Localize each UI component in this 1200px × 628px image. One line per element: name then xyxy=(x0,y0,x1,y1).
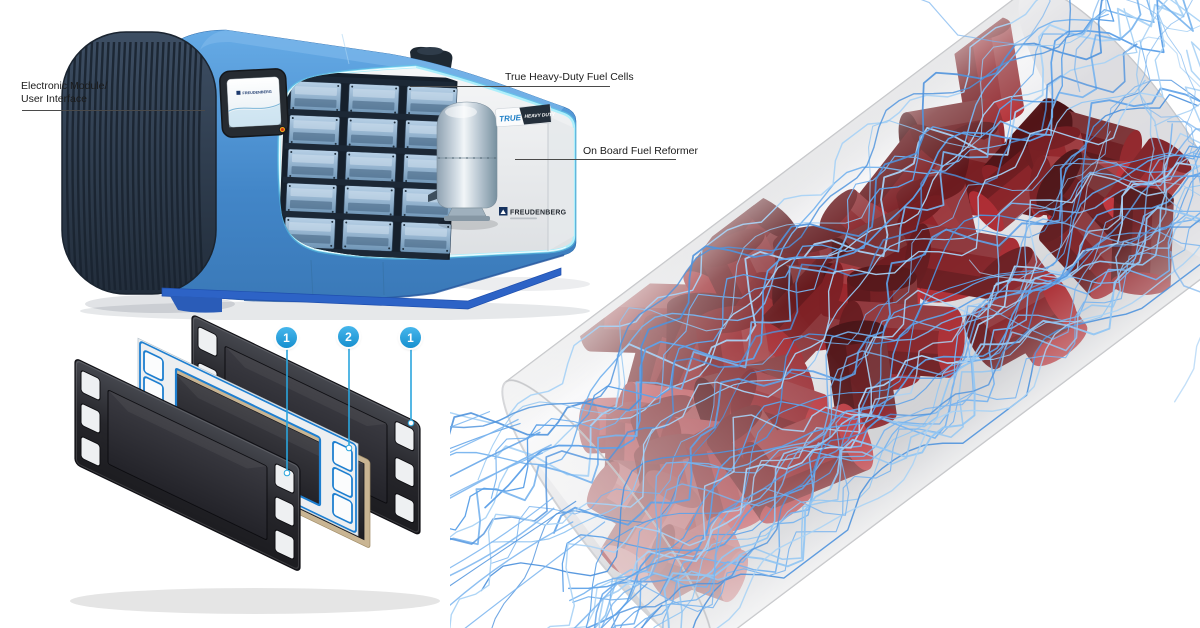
fuel-cell-module xyxy=(341,219,394,252)
fuel-cell-module xyxy=(399,221,452,255)
front-seam-1 xyxy=(310,259,314,300)
emergency-stop-button[interactable] xyxy=(278,125,287,134)
fuel-cell-module xyxy=(346,117,399,150)
panel-end-face xyxy=(548,116,574,251)
screen-brand-text: FREUDENBERG xyxy=(242,90,272,96)
badge-number: 2 xyxy=(345,329,352,344)
callout-text-line2: User Interface xyxy=(21,93,87,105)
cfd-simulation xyxy=(450,0,1200,628)
callout-line-reformer xyxy=(515,159,676,160)
tube-glass-overlay xyxy=(502,0,1200,628)
base-rail xyxy=(161,267,562,310)
callout-line-electronic xyxy=(22,110,205,111)
fuel-cell-module xyxy=(288,114,341,148)
callout-text-reformer: On Board Fuel Reformer xyxy=(583,145,698,157)
device-roof-highlight xyxy=(200,30,564,117)
stack-shadow xyxy=(70,588,440,614)
fuel-cell-module xyxy=(289,80,342,114)
callout-electronic-module: Electronic Module/ User Interface xyxy=(21,80,107,106)
fuel-cell-module xyxy=(347,83,400,116)
flow-streamlines xyxy=(450,0,1200,628)
badge-heavy-text: HEAVY DUTY xyxy=(524,112,556,120)
fuel-reformer-tank xyxy=(428,101,498,230)
fuel-cell-module xyxy=(285,182,338,216)
brand-logo-text: FREUDENBERG xyxy=(510,210,567,217)
bipolar-plate-front xyxy=(74,359,301,571)
end-cap-grille xyxy=(61,31,217,295)
component-badge-2: 2 xyxy=(338,326,359,347)
brand-tagline-illegible xyxy=(510,217,537,220)
badge-number: 1 xyxy=(407,330,414,345)
callout-fuel-cells: True Heavy-Duty Fuel Cells xyxy=(505,71,634,84)
badge-true-text: TRUE xyxy=(499,113,522,124)
roof-seam xyxy=(341,33,350,65)
base-foot xyxy=(170,296,222,313)
badge-number: 1 xyxy=(283,330,290,345)
component-badge-1-right: 1 xyxy=(400,327,421,348)
touchscreen-module: FREUDENBERG xyxy=(219,68,289,138)
front-seam-2 xyxy=(382,261,385,296)
brand-logo: FREUDENBERG xyxy=(499,207,567,220)
callout-reformer: On Board Fuel Reformer xyxy=(583,145,698,158)
fuel-cell-module xyxy=(344,151,397,184)
component-badge-1-left: 1 xyxy=(276,327,297,348)
callout-text-fuel-cells: True Heavy-Duty Fuel Cells xyxy=(505,71,634,83)
fuel-cell-stacks xyxy=(277,70,458,261)
tank-spout xyxy=(428,190,437,202)
callout-text-line1: Electronic Module/ xyxy=(21,80,108,92)
exploded-plate-stack xyxy=(70,315,440,614)
fuel-cell-module xyxy=(343,185,396,218)
true-heavy-duty-badge: TRUE HEAVY DUTY xyxy=(495,104,556,128)
fuel-cell-system: TRUE HEAVY DUTY FREUDENBERG FREUDENBERG xyxy=(61,29,590,320)
tube-outline xyxy=(505,0,1200,628)
callout-leader-lines xyxy=(283,348,415,477)
fuel-cell-module xyxy=(286,148,339,182)
tank-weld-seam xyxy=(438,157,496,159)
callout-line-fuel-cells xyxy=(410,86,610,87)
